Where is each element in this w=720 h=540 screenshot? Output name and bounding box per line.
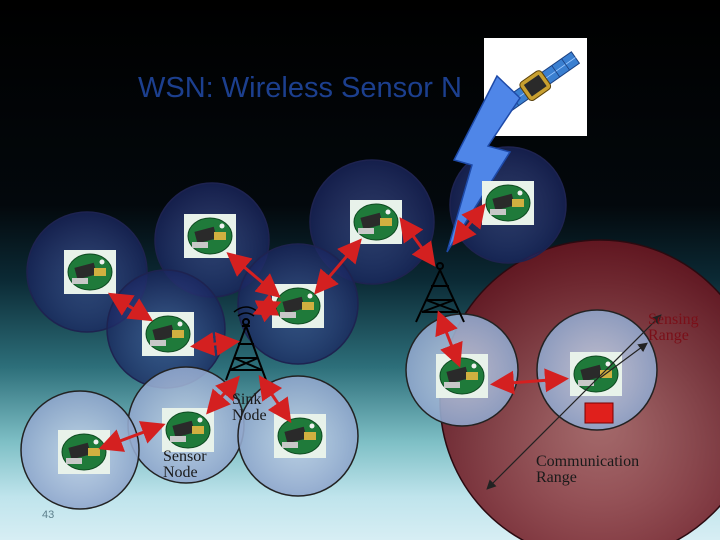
link-arrow [399,217,436,267]
link-arrow [258,375,292,423]
sensing-range-label: Sensing Range [648,311,699,344]
link-arrow [435,310,463,368]
link-arrow [107,292,154,322]
communication-range-label: Communication Range [536,453,640,486]
communication-range-line [486,314,662,490]
page-number: 43 [42,509,55,521]
sensor-board-icon [436,354,488,398]
link-arrow [252,293,282,323]
link-arrow [314,238,362,295]
sensor-board-icon [482,181,534,225]
event-marker [584,402,614,424]
link-arrow [190,331,240,357]
slide-title: WSN: Wireless Sensor N [138,72,462,104]
sink-node-label: Sink Node [232,391,267,424]
link-arrow [98,421,166,452]
communication-links [98,203,569,452]
satellite-icon [484,38,587,136]
sensor-board-icon [350,200,402,244]
sensor-node-label: Sensor Node [163,448,207,481]
sensor-board-icon [184,214,236,258]
sensor-board-icon [64,250,116,294]
sensor-board-icon [570,352,622,396]
link-arrow [226,252,281,298]
sensor-board-icon [58,430,110,474]
link-arrow [206,375,240,415]
sensor-board-icon [162,408,214,452]
link-arrow [452,203,486,246]
sensor-board-icon [274,414,326,458]
sensor-board-icon [142,312,194,356]
sensor-board-icon [272,284,324,328]
